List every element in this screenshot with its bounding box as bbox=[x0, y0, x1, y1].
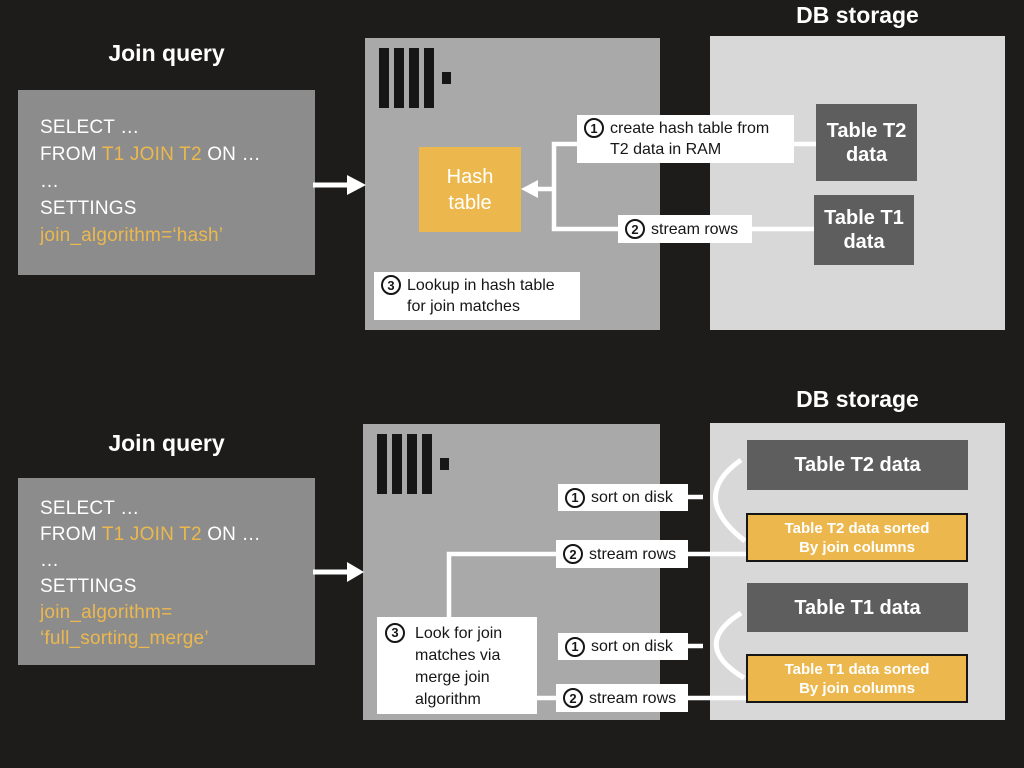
logo-bar bbox=[407, 434, 417, 494]
hash-join-db-storage-box bbox=[710, 36, 1005, 330]
query-line-from: FROM T1 JOIN T2 ON … bbox=[40, 144, 261, 165]
join-clause-highlight: T1 JOIN T2 bbox=[101, 144, 202, 165]
logo-bar bbox=[394, 48, 404, 108]
query-line-select: SELECT … bbox=[40, 117, 140, 138]
query-line-ellipsis: … bbox=[40, 550, 60, 571]
circled-2-icon: 2 bbox=[625, 219, 645, 239]
circled-1-icon: 1 bbox=[584, 118, 604, 138]
hash-join-query-box: SELECT … FROM T1 JOIN T2 ON … … SETTINGS… bbox=[18, 90, 315, 275]
query-line-select: SELECT … bbox=[40, 498, 140, 519]
circled-3-icon: 3 bbox=[381, 275, 401, 295]
query-line-algorithm: join_algorithm=‘hash’ bbox=[40, 225, 224, 246]
logo-bar bbox=[409, 48, 419, 108]
merge-join-query-title: Join query bbox=[108, 430, 225, 456]
circled-3-icon: 3 bbox=[385, 623, 405, 643]
table-t1-sorted-box: Table T1 data sorted By join columns bbox=[746, 654, 968, 703]
table-t1-data-box: Table T1 data bbox=[814, 195, 914, 265]
step2-stream-rows-label: 2 stream rows bbox=[618, 215, 752, 243]
circled-1-icon: 1 bbox=[565, 636, 585, 657]
query-line-ellipsis: … bbox=[40, 171, 60, 192]
table-t2-data-box: Table T2 data bbox=[747, 440, 968, 490]
merge-join-query-box: SELECT … FROM T1 JOIN T2 ON … … SETTINGS… bbox=[18, 478, 315, 665]
merge-join-db-storage-title: DB storage bbox=[796, 386, 919, 412]
step3-merge-join-label: 3 Look for join matches via merge join a… bbox=[377, 617, 537, 714]
clickhouse-logo-icon bbox=[377, 434, 449, 494]
step1-create-hash-table-label: 1 create hash table from T2 data in RAM bbox=[577, 115, 794, 163]
query-line-algorithm: join_algorithm= bbox=[40, 602, 173, 623]
circled-2-icon: 2 bbox=[563, 688, 583, 708]
logo-bar bbox=[377, 434, 387, 494]
join-clause-highlight: T1 JOIN T2 bbox=[101, 524, 202, 545]
arrow-head-icon bbox=[347, 175, 366, 195]
table-t1-data-box: Table T1 data bbox=[747, 583, 968, 632]
logo-bar bbox=[424, 48, 434, 108]
table-t2-sorted-box: Table T2 data sorted By join columns bbox=[746, 513, 968, 562]
hash-join-query-title: Join query bbox=[108, 40, 225, 66]
query-line-settings: SETTINGS bbox=[40, 198, 137, 219]
arrow-head-icon bbox=[347, 562, 364, 582]
step1-sort-on-disk-t2-label: 1 sort on disk bbox=[558, 484, 688, 511]
logo-bar bbox=[422, 434, 432, 494]
table-t2-data-box: Table T2 data bbox=[816, 104, 917, 181]
step2-stream-rows-t2-label: 2 stream rows bbox=[556, 540, 688, 568]
logo-dot bbox=[440, 458, 449, 470]
query-line-algorithm-value: ‘full_sorting_merge’ bbox=[40, 628, 209, 649]
circled-2-icon: 2 bbox=[563, 544, 583, 564]
clickhouse-logo-icon bbox=[379, 48, 451, 108]
query-line-from: FROM T1 JOIN T2 ON … bbox=[40, 524, 261, 545]
query-line-settings: SETTINGS bbox=[40, 576, 137, 597]
step1-sort-on-disk-t1-label: 1 sort on disk bbox=[558, 633, 688, 660]
logo-dot bbox=[442, 72, 451, 84]
step2-stream-rows-t1-label: 2 stream rows bbox=[556, 684, 688, 712]
step3-lookup-label: 3 Lookup in hash table for join matches bbox=[374, 272, 580, 320]
logo-bar bbox=[392, 434, 402, 494]
hash-join-db-storage-title: DB storage bbox=[796, 2, 919, 28]
circled-1-icon: 1 bbox=[565, 487, 585, 508]
hash-table-box: Hash table bbox=[419, 147, 521, 232]
logo-bar bbox=[379, 48, 389, 108]
